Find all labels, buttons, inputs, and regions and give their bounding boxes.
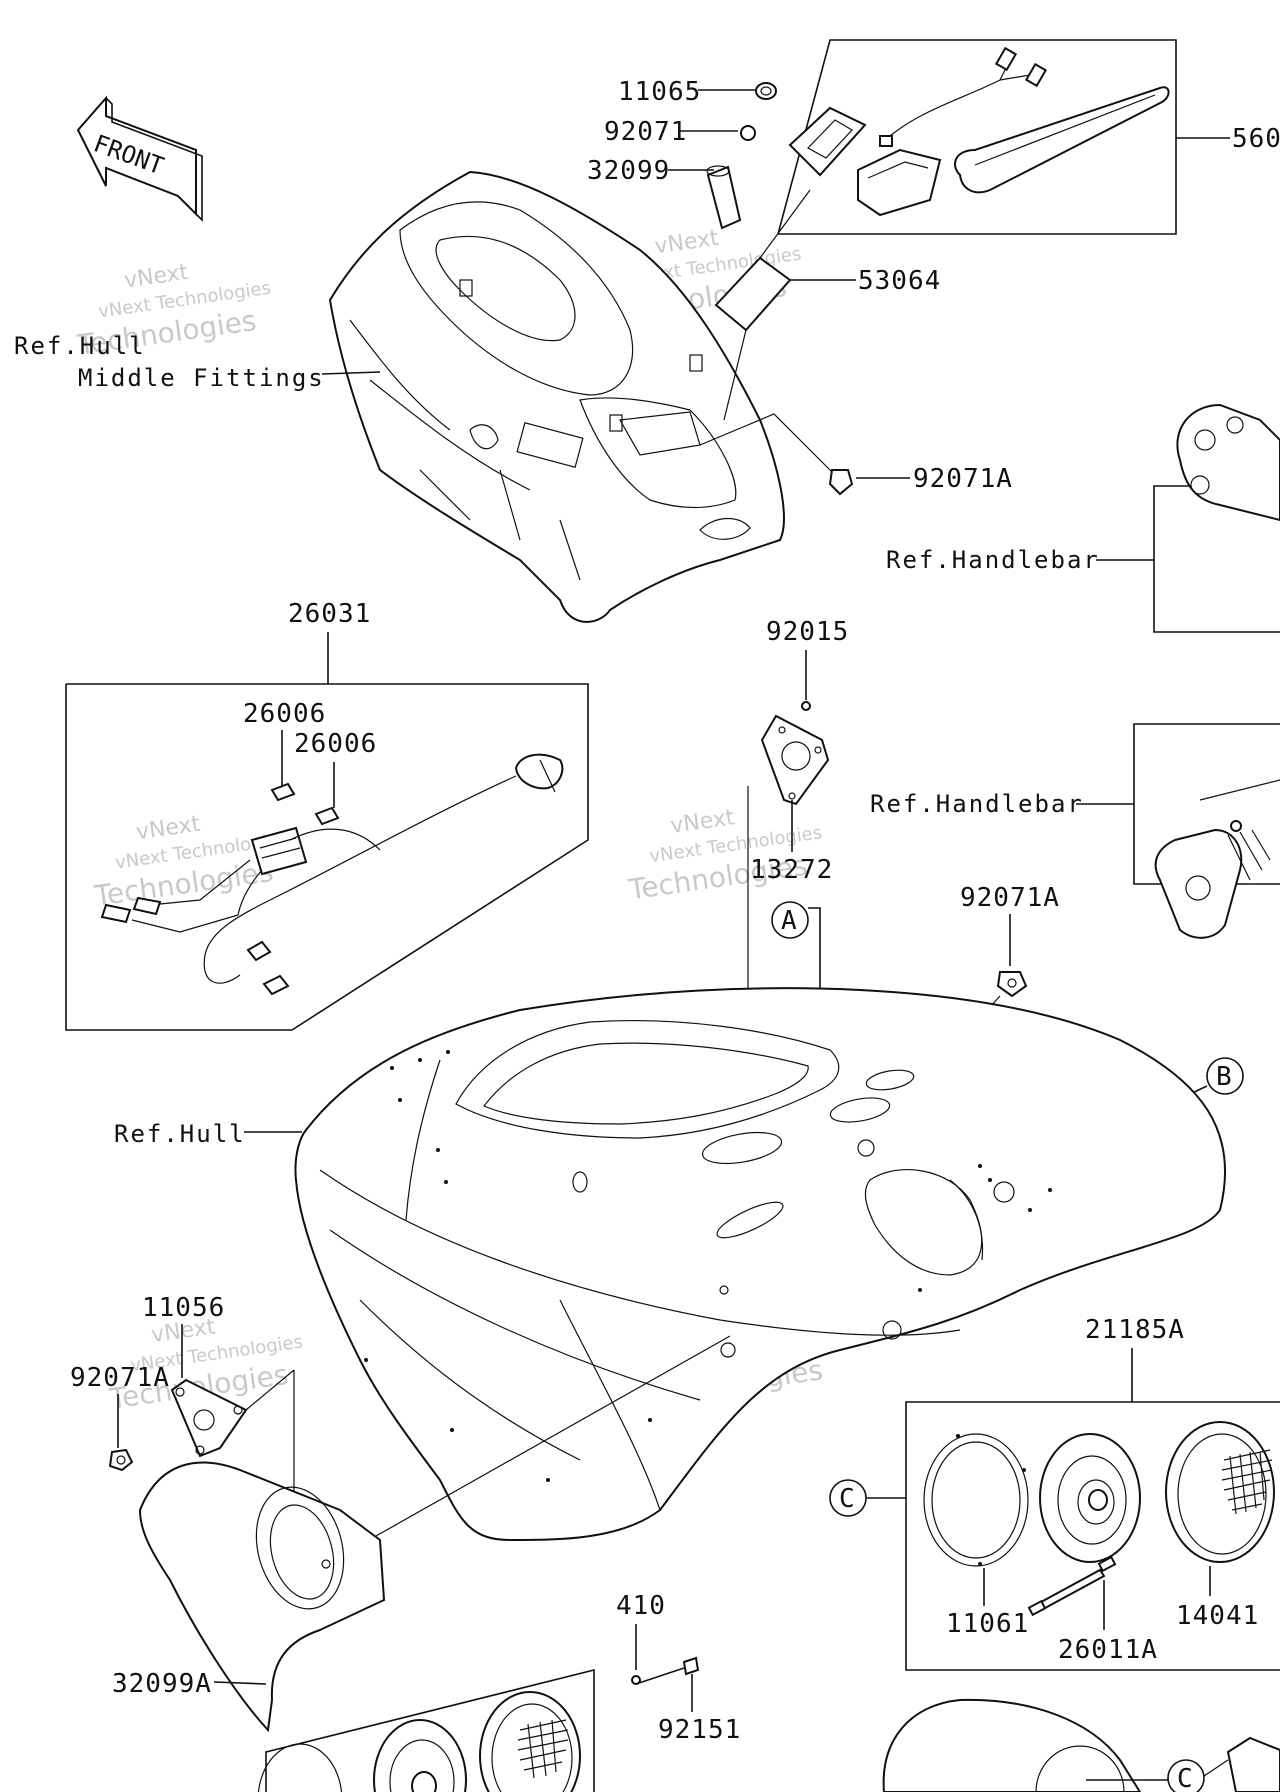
front-arrow-icon: FRONT bbox=[76, 95, 203, 222]
part-number-26031: 26031 bbox=[288, 599, 371, 629]
part-number-53064: 53064 bbox=[858, 266, 941, 296]
watermark-text: vNext bbox=[123, 260, 190, 294]
part-number-13272: 13272 bbox=[750, 855, 833, 885]
part-number-410: 410 bbox=[616, 1591, 666, 1621]
part-number-92071a-mid: 92071A bbox=[960, 883, 1060, 913]
kit-560-box: 560 bbox=[777, 39, 1280, 235]
harness-26031-group: 26031 26006 26006 bbox=[65, 599, 589, 1031]
part-92071-nut bbox=[740, 125, 756, 141]
part-number-26006-a: 26006 bbox=[243, 699, 326, 729]
part-number-32099: 32099 bbox=[587, 156, 670, 186]
ref-hull-middle-label: Ref.Hull bbox=[14, 332, 146, 360]
speaker-cover-bottom-right: C bbox=[882, 1698, 1280, 1792]
watermark-text: vNext bbox=[653, 226, 720, 260]
part-number-92071a-top: 92071A bbox=[913, 464, 1013, 494]
bracket-13272-group: 92015 13272 bbox=[747, 617, 849, 1130]
part-number-11061: 11061 bbox=[946, 1609, 1029, 1639]
ref-handlebar-mid: Ref.Handlebar bbox=[870, 723, 1280, 939]
speaker-kit-21185a: 21185A 11061 14041 26011A C bbox=[829, 1315, 1280, 1671]
part-number-92015: 92015 bbox=[766, 617, 849, 647]
part-number-92151: 92151 bbox=[658, 1715, 741, 1745]
hull-middle-fittings-illustration bbox=[328, 170, 785, 623]
marker-b-label: B bbox=[1216, 1062, 1233, 1092]
part-number-560: 560 bbox=[1232, 124, 1280, 154]
pad-53064: 53064 bbox=[714, 189, 941, 421]
part-32099-sleeve bbox=[706, 165, 742, 230]
watermark-text: vNext bbox=[135, 812, 202, 846]
part-11065-grommet bbox=[755, 82, 777, 100]
grille-pattern bbox=[1221, 1449, 1273, 1515]
ref-handlebar-label-1: Ref.Handlebar bbox=[886, 546, 1100, 574]
marker-c-label-1: C bbox=[839, 1484, 856, 1514]
marker-c-label-2: C bbox=[1177, 1764, 1194, 1792]
part-number-92071: 92071 bbox=[604, 117, 687, 147]
ref-hull-label: Ref.Hull bbox=[114, 1120, 246, 1148]
part-number-14041: 14041 bbox=[1176, 1601, 1259, 1631]
speaker-kit-bottom bbox=[257, 1668, 595, 1792]
part-number-21185a: 21185A bbox=[1085, 1315, 1185, 1345]
watermark-text: vNext bbox=[669, 805, 736, 839]
part-number-26011a: 26011A bbox=[1058, 1635, 1158, 1665]
ref-handlebar-label-2: Ref.Handlebar bbox=[870, 790, 1084, 818]
part-number-11065: 11065 bbox=[618, 77, 701, 107]
fastener-410-92151: 410 92151 bbox=[616, 1591, 741, 1745]
marker-a-label: A bbox=[781, 906, 798, 936]
small-fastener-group: 11065 92071 32099 bbox=[587, 77, 777, 230]
part-number-26006-b: 26006 bbox=[294, 729, 377, 759]
nut-92071a-top: 92071A bbox=[699, 413, 1013, 496]
watermark-4: vNext vNext Technologies Technologies bbox=[626, 805, 824, 906]
part-number-32099a: 32099A bbox=[112, 1669, 212, 1699]
ref-handlebar-top: Ref.Handlebar bbox=[886, 403, 1280, 633]
ref-middle-fittings-label: Middle Fittings bbox=[78, 364, 325, 392]
hull-illustration bbox=[294, 987, 1227, 1542]
speaker-bracket-left-group: 11056 92071A bbox=[70, 1293, 295, 1560]
speaker-cover-32099a: 32099A bbox=[112, 1335, 731, 1733]
hull-rivets bbox=[364, 1050, 1052, 1482]
part-number-11056: 11056 bbox=[142, 1293, 225, 1323]
part-number-92071a-left: 92071A bbox=[70, 1363, 170, 1393]
